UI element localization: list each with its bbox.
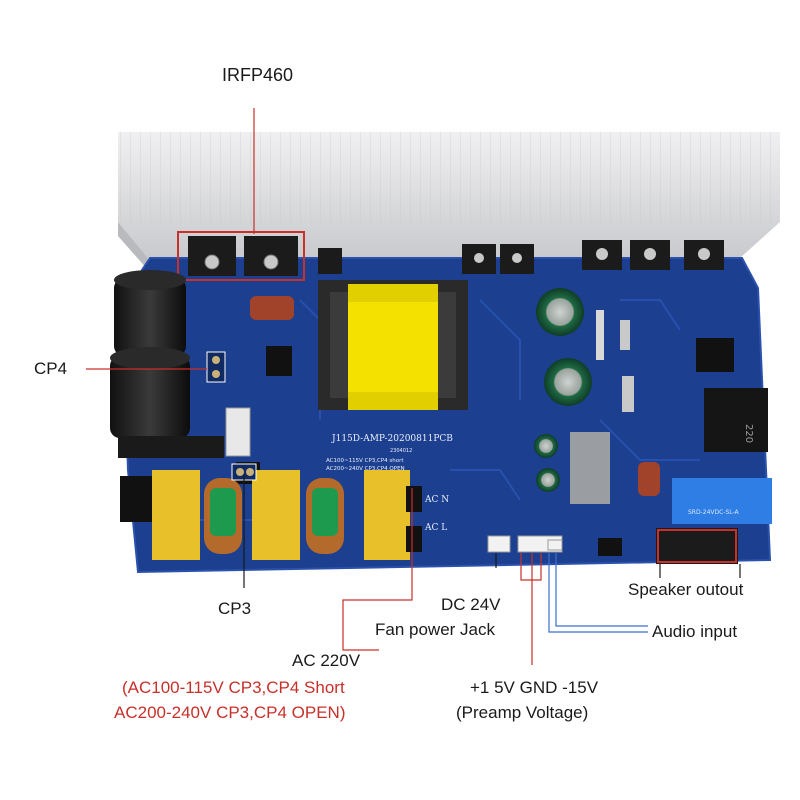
label-preamp-voltages: +1 5V GND -15V <box>470 678 599 697</box>
callout-lines <box>86 108 741 665</box>
pcb-note-2-silk: AC200~240V CP3,CP4 OPEN <box>326 466 405 472</box>
connectors-bottom <box>487 528 738 564</box>
label-ac-220v: AC 220V <box>292 651 361 670</box>
relay-marking: SRD-24VDC-SL-A <box>688 509 740 516</box>
output-inductor: 220 <box>704 388 768 452</box>
pcb-date-silk: 2304012 <box>390 448 412 454</box>
silk-ac-l: AC L <box>424 523 447 533</box>
relay: SRD-24VDC-SL-A <box>672 478 772 524</box>
mains-filter <box>120 470 422 560</box>
label-cp3: CP3 <box>218 599 252 618</box>
misc-components-right <box>570 310 734 504</box>
label-dc-24v: DC 24V <box>441 595 501 614</box>
mosfets-irfp460 <box>177 231 305 281</box>
silk-ac-n: AC N <box>424 495 449 505</box>
label-audio-input: Audio input <box>652 622 738 641</box>
pcb-name-silk: J115D-AMP-20200811PCB <box>331 434 453 444</box>
electrolytic-capacitors-green <box>534 288 592 492</box>
label-cp4: CP4 <box>34 359 68 378</box>
transformer <box>318 280 468 410</box>
heatsink <box>118 132 780 270</box>
cp4-jumper <box>206 351 226 383</box>
label-fan-power-jack: Fan power Jack <box>375 620 495 639</box>
label-speaker-output: Speaker outout <box>628 580 744 599</box>
driver-transistors <box>318 240 724 274</box>
label-ac-short-note: (AC100-115V CP3,CP4 Short <box>122 678 345 697</box>
label-preamp-voltage: (Preamp Voltage) <box>456 703 589 722</box>
label-irfp460: IRFP460 <box>222 65 294 85</box>
label-ac-open-note: AC200-240V CP3,CP4 OPEN) <box>114 703 346 722</box>
main-filter-capacitors <box>110 270 190 438</box>
inductor-marking: 220 <box>743 424 754 443</box>
pcb-note-1-silk: AC100~115V CP3,CP4 short <box>326 458 404 464</box>
cp3-jumper <box>231 463 257 481</box>
